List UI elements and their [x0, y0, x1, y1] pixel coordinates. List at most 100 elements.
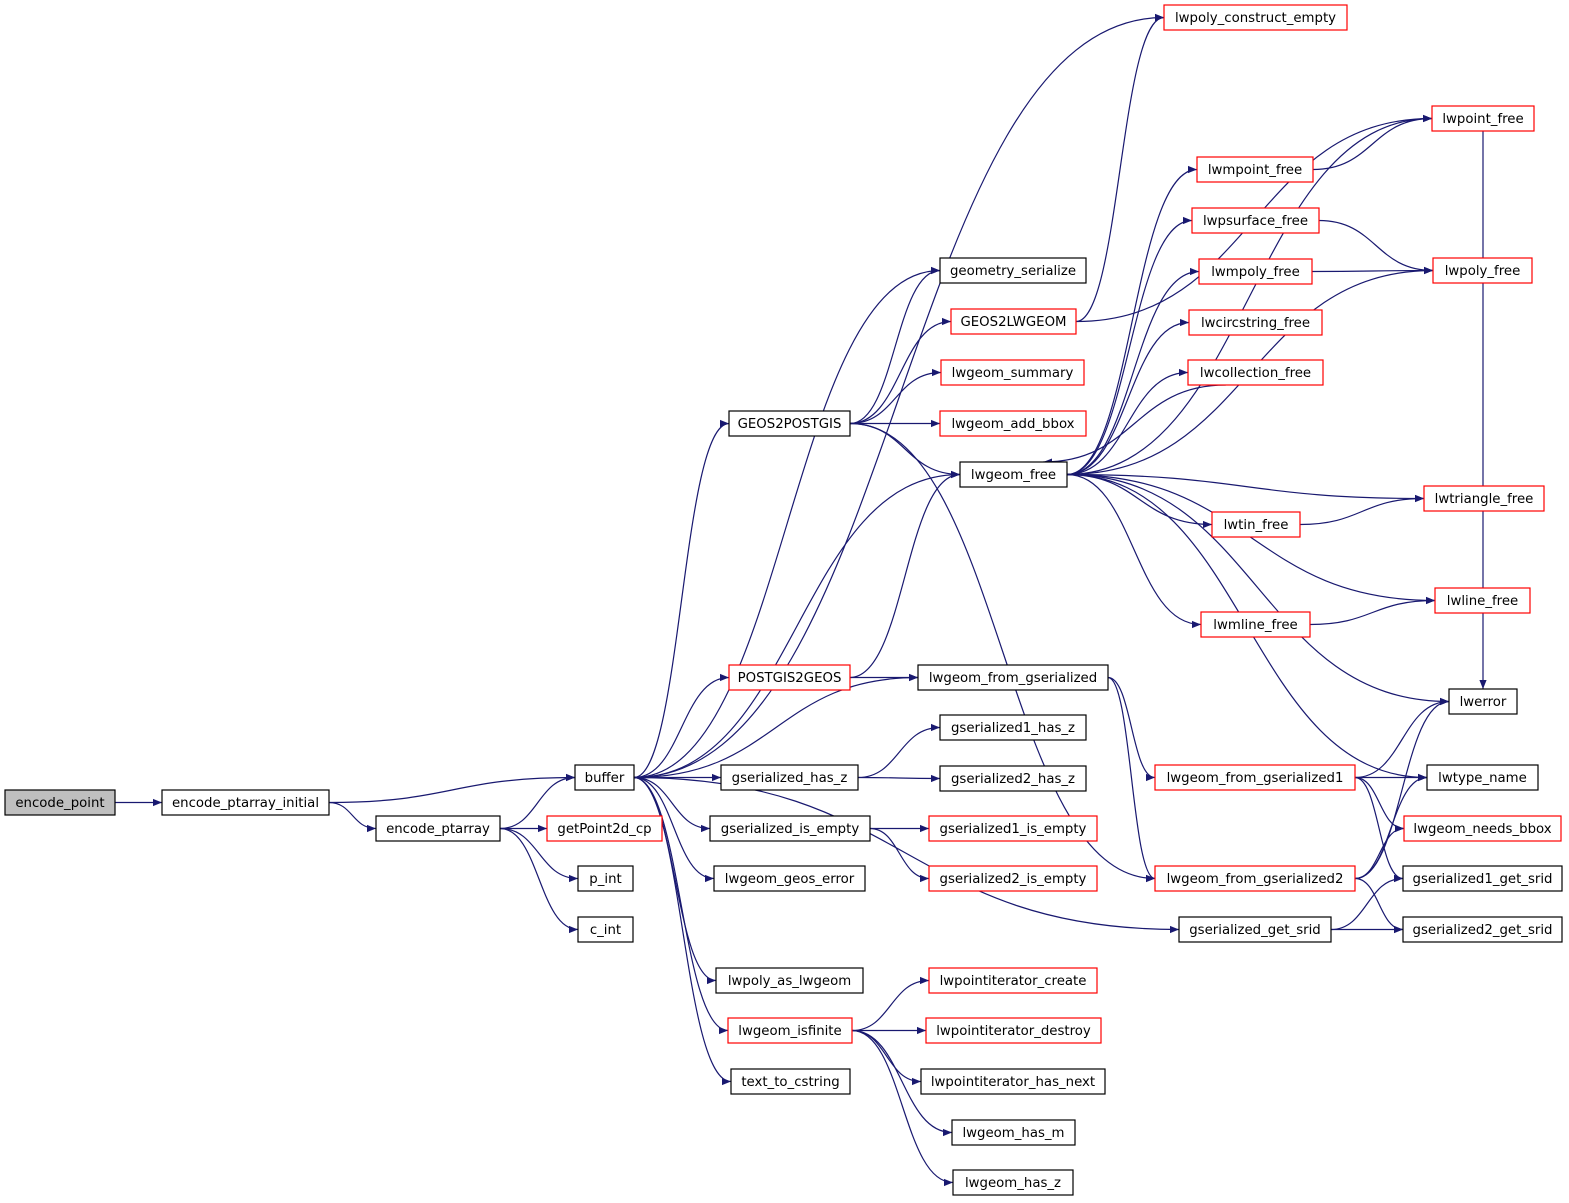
node-gserialized1_has_z[interactable]: gserialized1_has_z — [939, 714, 1087, 741]
edge-GEOS2POSTGIS-to-lwgeom_summary — [849, 368, 942, 425]
edge-buffer-to-lwgeom_free — [633, 470, 961, 779]
node-POSTGIS2GEOS[interactable]: POSTGIS2GEOS — [728, 664, 851, 691]
edge-gserialized_is_empty-to-gserialized2_is_empty — [869, 827, 930, 883]
edge-lwgeom_free-to-lwmpoint_free — [1066, 165, 1198, 476]
edge-POSTGIS2GEOS-to-lwgeom_free — [849, 470, 961, 679]
edge-lwgeom_free-to-lwtriangle_free — [1066, 473, 1425, 503]
edge-buffer-to-lwgeom_geos_error — [633, 776, 715, 883]
node-GEOS2POSTGIS[interactable]: GEOS2POSTGIS — [728, 410, 851, 437]
node-box — [925, 1017, 1102, 1044]
node-lwpoly_as_lwgeom[interactable]: lwpoly_as_lwgeom — [715, 967, 864, 994]
edge-buffer-to-text_to_cstring — [633, 776, 732, 1086]
node-lwgeom_needs_bbox[interactable]: lwgeom_needs_bbox — [1403, 815, 1562, 842]
edge-buffer-to-lwpoly_construct_empty — [633, 13, 1165, 779]
node-lwpoly_construct_empty[interactable]: lwpoly_construct_empty — [1163, 4, 1348, 31]
node-lwmpoly_free[interactable]: lwmpoly_free — [1198, 258, 1313, 285]
node-encode_ptarray[interactable]: encode_ptarray — [375, 815, 501, 842]
node-lwtin_free[interactable]: lwtin_free — [1211, 511, 1301, 538]
node-lwpointiterator_destroy[interactable]: lwpointiterator_destroy — [925, 1017, 1102, 1044]
edge-lwgeom_from_gserialized2-to-lwgeom_needs_bbox — [1354, 824, 1405, 880]
edge-lwgeom_from_gserialized1-to-lwerror — [1354, 697, 1450, 779]
node-lwgeom_has_z[interactable]: lwgeom_has_z — [952, 1169, 1074, 1196]
node-lwcircstring_free[interactable]: lwcircstring_free — [1188, 309, 1323, 336]
node-label: lwerror — [1460, 695, 1507, 710]
edge-gserialized_get_srid-to-gserialized1_get_srid — [1330, 874, 1404, 931]
node-gserialized2_is_empty[interactable]: gserialized2_is_empty — [928, 865, 1098, 892]
node-lwpointiterator_create[interactable]: lwpointiterator_create — [928, 967, 1098, 994]
node-lwgeom_from_gserialized1[interactable]: lwgeom_from_gserialized1 — [1154, 764, 1356, 791]
node-box — [715, 967, 864, 994]
node-label: gserialized1_has_z — [951, 721, 1075, 736]
node-label: c_int — [590, 923, 621, 938]
node-label: lwline_free — [1447, 594, 1518, 609]
node-box — [577, 865, 634, 892]
node-box — [720, 764, 859, 791]
node-lwmpoint_free[interactable]: lwmpoint_free — [1196, 156, 1314, 183]
node-lwtype_name[interactable]: lwtype_name — [1426, 764, 1539, 791]
node-box — [375, 815, 501, 842]
node-geometry_serialize[interactable]: geometry_serialize — [939, 257, 1087, 284]
node-label: gserialized_has_z — [732, 771, 848, 786]
node-lwtriangle_free[interactable]: lwtriangle_free — [1423, 485, 1545, 512]
node-gserialized1_is_empty[interactable]: gserialized1_is_empty — [928, 815, 1098, 842]
node-encode_point[interactable]: encode_point — [4, 789, 116, 816]
node-box — [939, 765, 1087, 792]
node-lwpsurface_free[interactable]: lwpsurface_free — [1191, 207, 1320, 234]
node-gserialized_get_srid[interactable]: gserialized_get_srid — [1178, 916, 1332, 943]
edge-lwmpoint_free-to-lwpoint_free — [1312, 114, 1433, 171]
edge-buffer-to-lwpoly_as_lwgeom — [633, 776, 717, 985]
node-box — [1187, 359, 1324, 386]
node-box — [1200, 611, 1311, 638]
node-lwline_free[interactable]: lwline_free — [1434, 587, 1531, 614]
node-encode_ptarray_initial[interactable]: encode_ptarray_initial — [161, 789, 330, 816]
node-GEOS2LWGEOM[interactable]: GEOS2LWGEOM — [950, 308, 1077, 335]
node-box — [730, 1068, 851, 1095]
node-box — [577, 916, 634, 943]
node-label: POSTGIS2GEOS — [738, 671, 842, 686]
edge-lwgeom_free-to-lwpoint_free — [1066, 114, 1433, 476]
node-gserialized2_get_srid[interactable]: gserialized2_get_srid — [1402, 916, 1563, 943]
node-gserialized_has_z[interactable]: gserialized_has_z — [720, 764, 859, 791]
node-getPoint2d_cp[interactable]: getPoint2d_cp — [546, 815, 663, 842]
node-layer: encode_point encode_ptarray_initialencode… — [4, 4, 1563, 1196]
node-gserialized_is_empty[interactable]: gserialized_is_empty — [709, 815, 871, 842]
node-label: GEOS2LWGEOM — [960, 315, 1066, 330]
node-gserialized1_get_srid[interactable]: gserialized1_get_srid — [1402, 865, 1563, 892]
node-lwgeom_free[interactable]: lwgeom_free — [959, 461, 1068, 488]
node-box — [161, 789, 330, 816]
node-box — [728, 664, 851, 691]
node-lwgeom_summary[interactable]: lwgeom_summary — [940, 359, 1085, 386]
node-gserialized2_has_z[interactable]: gserialized2_has_z — [939, 765, 1087, 792]
node-lwerror[interactable]: lwerror — [1448, 688, 1518, 715]
node-box — [1431, 105, 1535, 132]
node-lwgeom_from_gserialized[interactable]: lwgeom_from_gserialized — [917, 664, 1109, 691]
edge-encode_ptarray_initial-to-buffer — [328, 773, 576, 804]
node-p_int[interactable]: p_int — [577, 865, 634, 892]
edge-lwmline_free-to-lwline_free — [1309, 596, 1436, 626]
edge-buffer-to-lwgeom_isfinite — [633, 776, 729, 1035]
edge-lwgeom_free-to-lwpsurface_free — [1066, 216, 1193, 476]
node-lwgeom_geos_error[interactable]: lwgeom_geos_error — [713, 865, 866, 892]
node-label: encode_ptarray — [386, 822, 490, 837]
edge-lwgeom_free-to-lwcollection_free — [1066, 368, 1189, 476]
node-box — [959, 461, 1068, 488]
node-lwgeom_isfinite[interactable]: lwgeom_isfinite — [727, 1017, 853, 1044]
node-label: lwgeom_has_m — [962, 1126, 1064, 1141]
edge-lwgeom_isfinite-to-lwpointiterator_create — [851, 976, 930, 1032]
node-box — [1423, 485, 1545, 512]
edge-lwgeom_from_gserialized2-to-gserialized2_get_srid — [1354, 877, 1404, 934]
node-c_int[interactable]: c_int — [577, 916, 634, 943]
node-lwgeom_add_bbox[interactable]: lwgeom_add_bbox — [939, 410, 1087, 437]
node-lwpoly_free[interactable]: lwpoly_free — [1432, 257, 1533, 284]
edge-encode_ptarray_initial-to-encode_ptarray — [328, 801, 377, 833]
node-lwpointiterator_has_next[interactable]: lwpointiterator_has_next — [920, 1068, 1106, 1095]
node-lwmline_free[interactable]: lwmline_free — [1200, 611, 1311, 638]
node-lwpoint_free[interactable]: lwpoint_free — [1431, 105, 1535, 132]
node-lwgeom_from_gserialized2[interactable]: lwgeom_from_gserialized2 — [1154, 865, 1356, 892]
node-label: lwgeom_summary — [952, 366, 1074, 381]
node-buffer[interactable]: buffer — [574, 764, 635, 791]
edge-buffer-to-lwgeom_from_gserialized — [633, 673, 919, 779]
node-lwgeom_has_m[interactable]: lwgeom_has_m — [951, 1119, 1076, 1146]
node-lwcollection_free[interactable]: lwcollection_free — [1187, 359, 1324, 386]
node-text_to_cstring[interactable]: text_to_cstring — [730, 1068, 851, 1095]
